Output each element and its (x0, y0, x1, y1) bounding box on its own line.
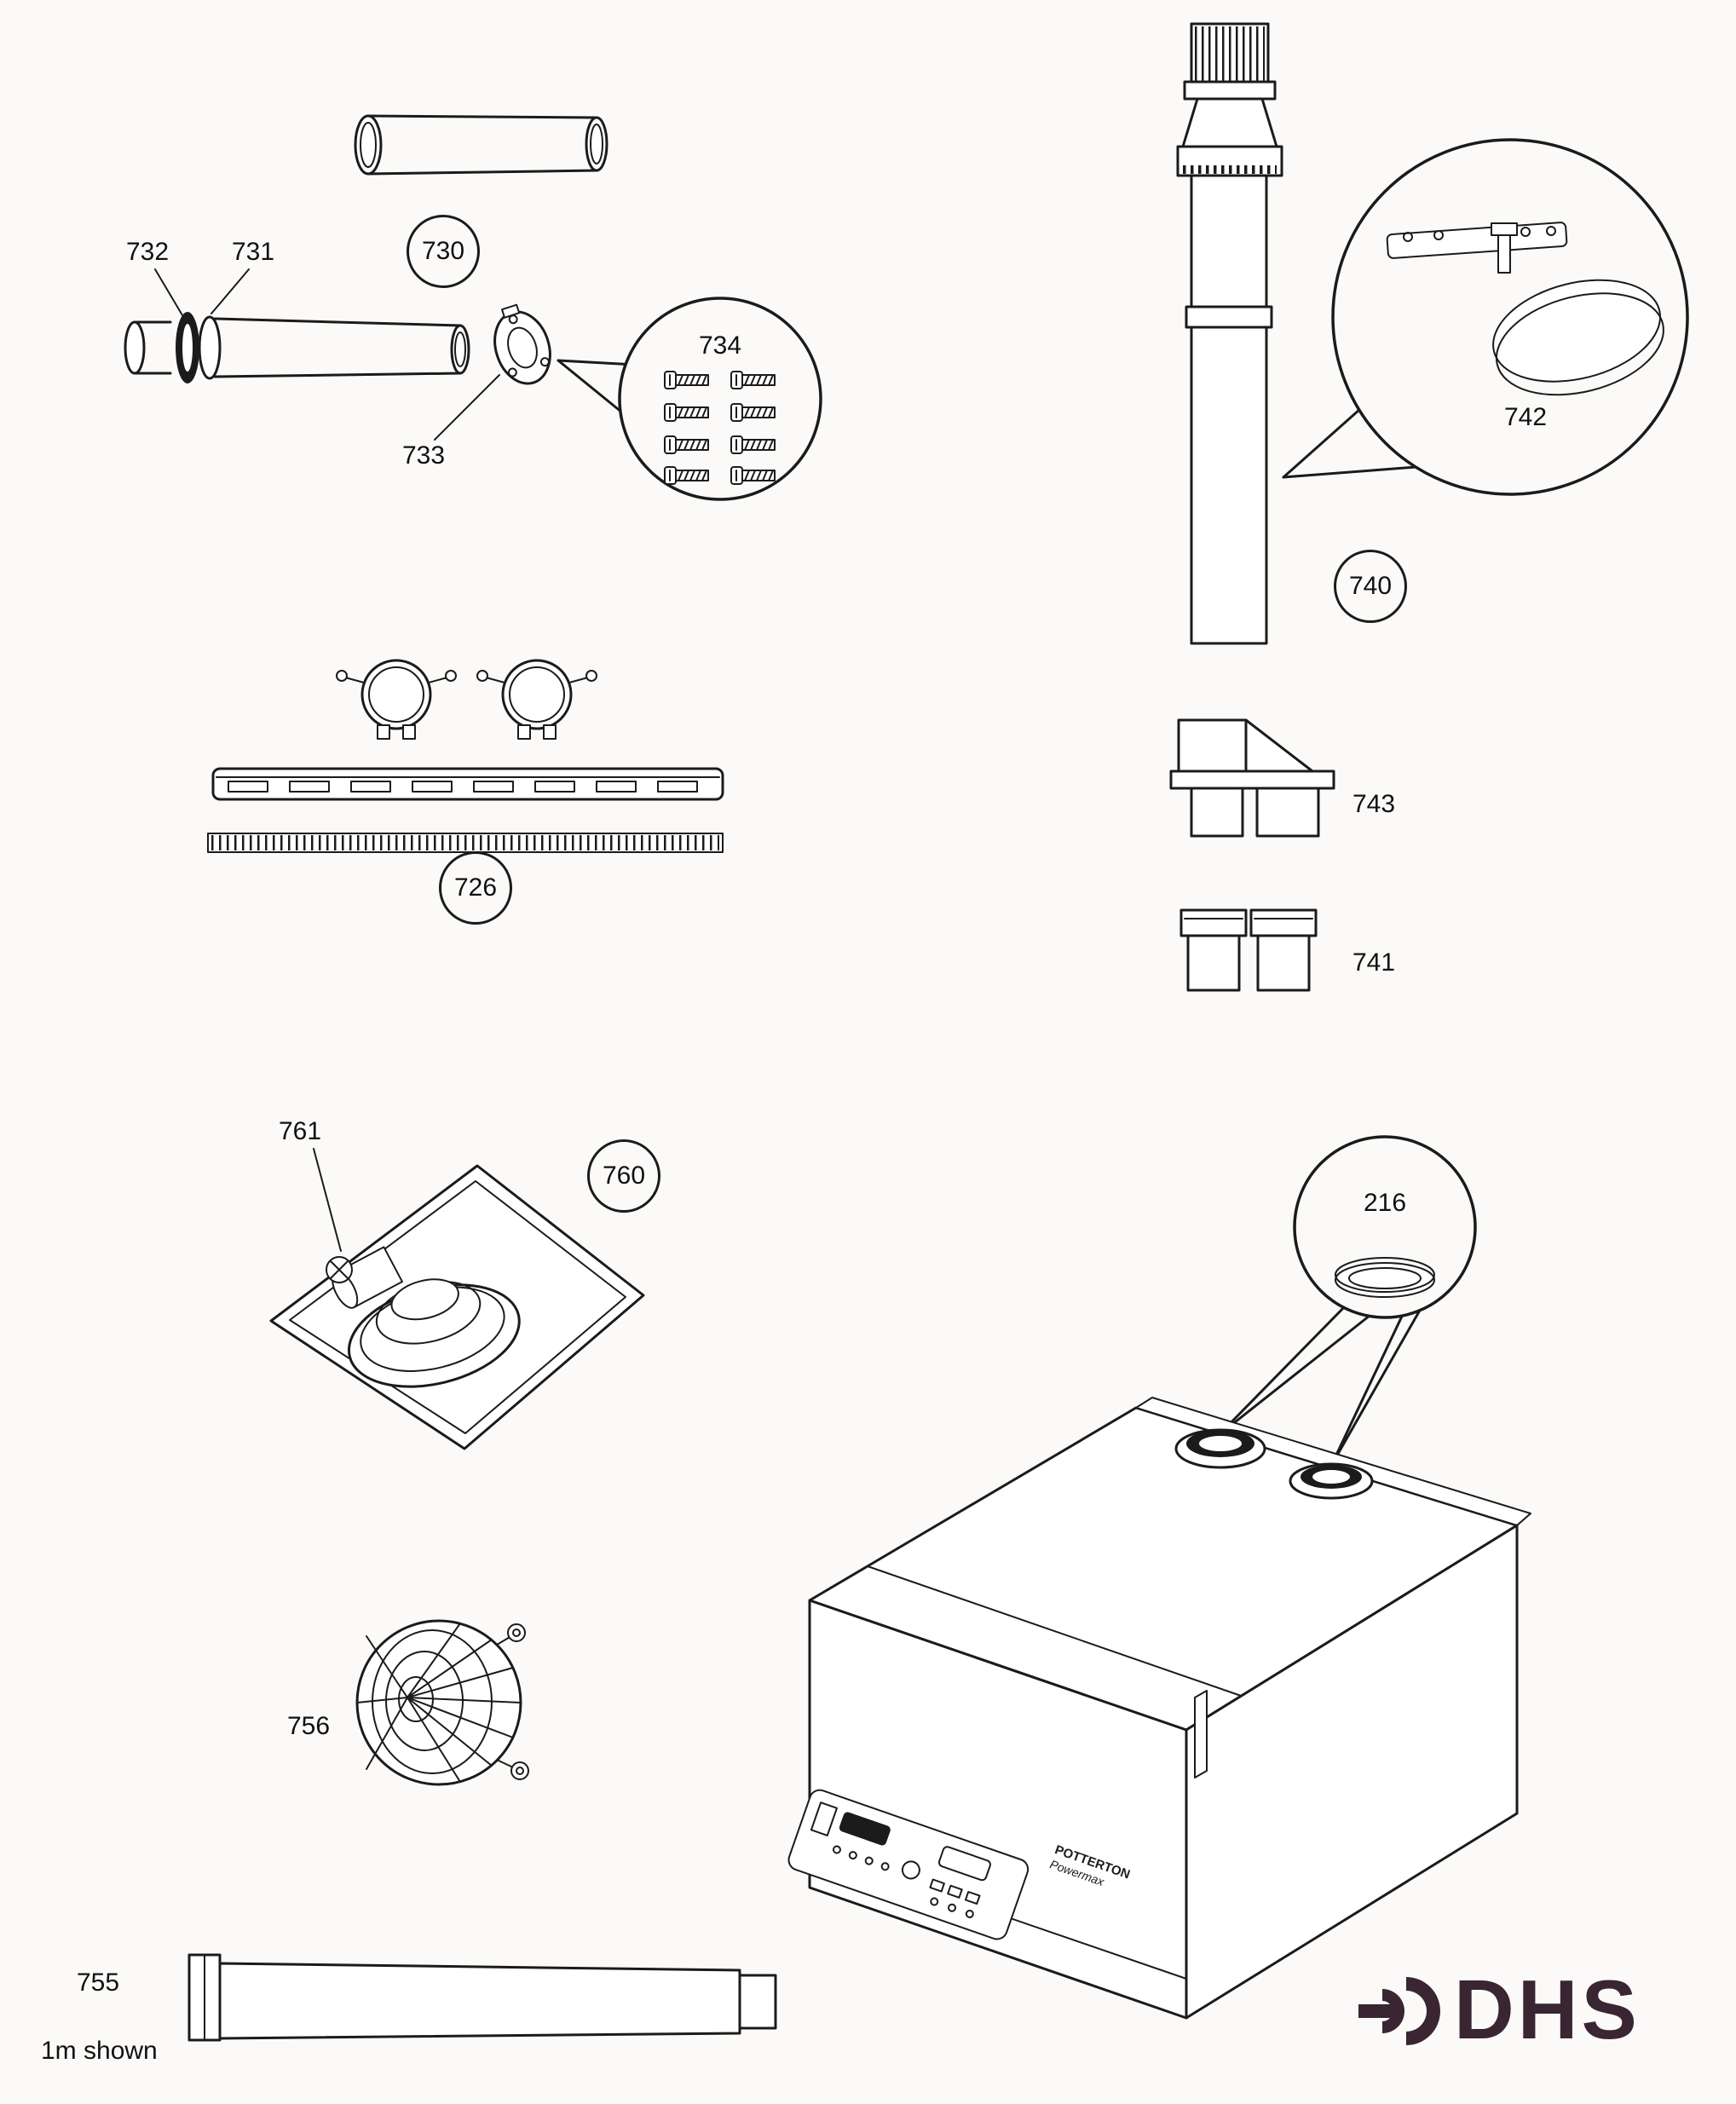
part-755-flue-extension (187, 1953, 777, 2042)
label-731: 731 (231, 238, 275, 266)
label-760-circled: 760 (587, 1139, 660, 1213)
dhs-logo-icon (1358, 1977, 1440, 2045)
detail-742-clamp (1282, 138, 1689, 496)
label-216: 216 (1363, 1189, 1407, 1217)
label-726-circled: 726 (439, 851, 512, 925)
leader-733 (434, 374, 500, 441)
flue-collar-left (1174, 1428, 1266, 1469)
pipe-clamp (476, 659, 598, 741)
part-756-terminal-guard (355, 1619, 529, 1786)
label-756: 756 (286, 1712, 331, 1740)
part-730-flue-duct (354, 114, 608, 176)
label-755: 755 (77, 1969, 120, 1997)
leader-761 (313, 1148, 342, 1252)
boiler-illustration: POTTERTON Powermax (787, 1397, 1531, 2020)
label-732: 732 (125, 238, 170, 266)
part-761-boot (347, 1278, 521, 1388)
label-755-note: 1m shown (41, 2037, 158, 2065)
dhs-logo-text: DHS (1454, 1963, 1641, 2056)
part-731-pipe-assembly (124, 268, 470, 383)
flue-collar-right (1289, 1462, 1374, 1500)
label-742: 742 (1503, 403, 1548, 431)
label-743: 743 (1352, 790, 1396, 818)
detail-216-seal-ring (1217, 1135, 1477, 1467)
label-733: 733 (401, 441, 446, 470)
label-761: 761 (278, 1117, 322, 1145)
part-743-flashing-support (1169, 718, 1335, 838)
label-740-circled: 740 (1334, 550, 1407, 623)
pipe-clamp (335, 659, 458, 741)
part-733-flange (493, 303, 551, 385)
label-734: 734 (698, 331, 742, 360)
label-730-circled: 730 (407, 215, 480, 288)
detail-734-screws (557, 297, 822, 501)
part-740-vertical-flue-terminal (1176, 22, 1283, 645)
part-726-support-rail (207, 659, 724, 853)
part-741-couplers (1179, 908, 1318, 992)
label-741: 741 (1352, 948, 1396, 977)
part-760-roof-flashing (269, 1148, 645, 1450)
